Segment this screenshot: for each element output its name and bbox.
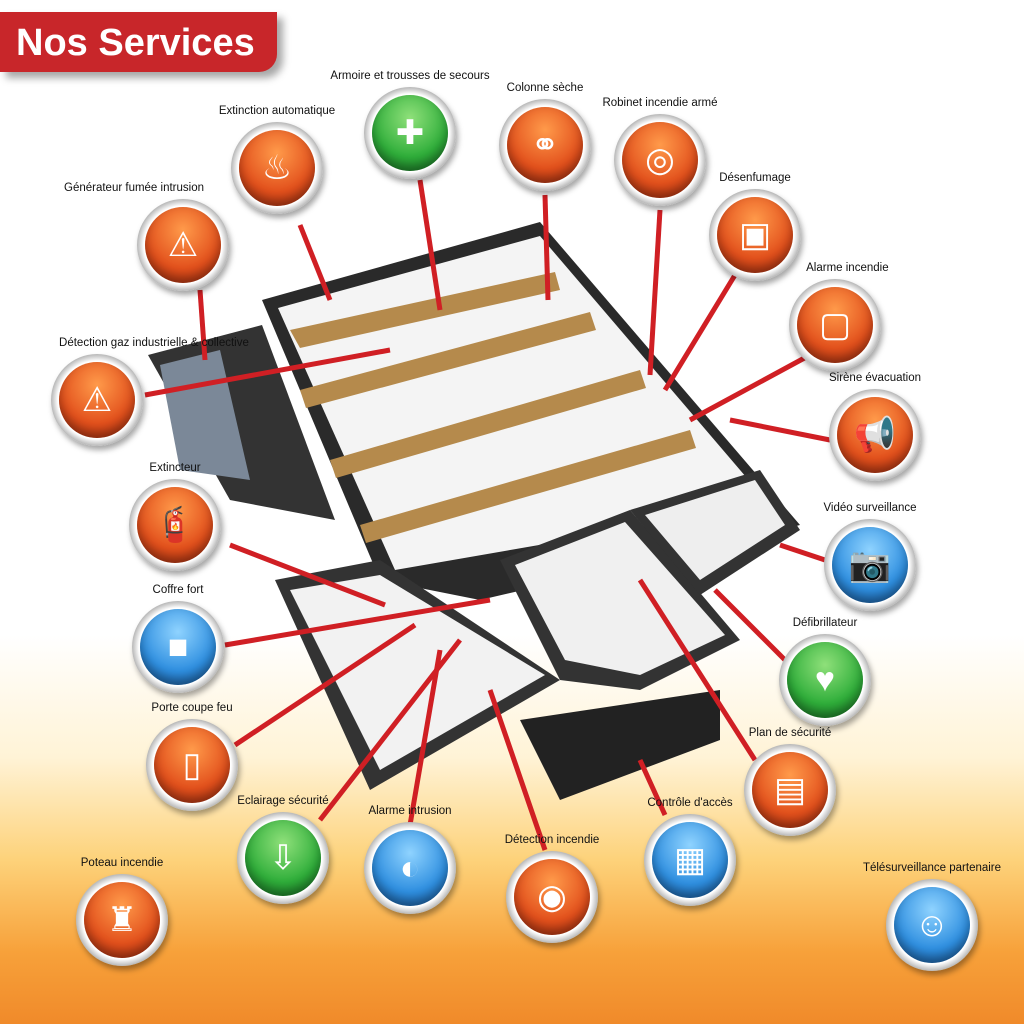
first-aid-cross-icon: ✚ — [372, 95, 448, 171]
warning-smoke-icon: ⚠ — [145, 207, 221, 283]
service-first-aid-cross[interactable]: Armoire et trousses de secours ✚ — [330, 70, 490, 179]
service-label: Détection incendie — [504, 834, 600, 846]
beam — [290, 272, 560, 348]
service-defibrillator[interactable]: Défibrillateur ♥ — [779, 617, 871, 726]
fire-alarm-call-point-icon: ▢ — [797, 287, 873, 363]
safety-plan-icon: ▤ — [752, 752, 828, 828]
service-label: Télésurveillance partenaire — [862, 862, 1002, 874]
title-banner: Nos Services — [0, 12, 277, 72]
sprinkler-icon: ♨ — [239, 130, 315, 206]
service-label: Extinction automatique — [218, 105, 336, 117]
service-fire-alarm-call-point[interactable]: Alarme incendie ▢ — [789, 262, 889, 371]
fire-door-icon: ▯ — [154, 727, 230, 803]
dry-riser-icon: ⚭ — [507, 107, 583, 183]
service-siren-horn[interactable]: Sirène évacuation 📢 — [829, 372, 921, 481]
beam — [300, 312, 596, 408]
access-block — [520, 690, 720, 800]
fire-hydrant-icon: ♜ — [84, 882, 160, 958]
service-emergency-exit-sign[interactable]: Eclairage sécurité ⇩ — [237, 795, 329, 904]
smoke-vent-control-icon: ▣ — [717, 197, 793, 273]
smoke-detector-icon: ◉ — [514, 859, 590, 935]
service-sprinkler[interactable]: Extinction automatique ♨ — [219, 105, 335, 214]
service-fire-door[interactable]: Porte coupe feu ▯ — [146, 702, 238, 811]
service-warning-smoke[interactable]: Générateur fumée intrusion ⚠ — [64, 182, 229, 291]
smoke-room — [160, 350, 250, 480]
fire-extinguisher-icon: 🧯 — [137, 487, 213, 563]
emergency-exit-sign-icon: ⇩ — [245, 820, 321, 896]
service-label: Colonne sèche — [506, 82, 584, 94]
service-safe[interactable]: Coffre fort ■ — [132, 584, 224, 693]
page-title: Nos Services — [16, 22, 255, 64]
service-label: Vidéo surveillance — [823, 502, 917, 514]
service-label: Porte coupe feu — [151, 702, 233, 714]
keypad-icon: ▦ — [652, 822, 728, 898]
service-smoke-vent-control[interactable]: Désenfumage ▣ — [709, 172, 801, 281]
service-keypad[interactable]: Contrôle d'accès ▦ — [644, 797, 736, 906]
service-fire-extinguisher[interactable]: Extincteur 🧯 — [129, 462, 221, 571]
fire-hose-reel-icon: ◎ — [622, 122, 698, 198]
siren-horn-icon: 📢 — [837, 397, 913, 473]
service-smoke-detector[interactable]: Détection incendie ◉ — [505, 834, 599, 943]
gas-warning-icon: ⚠ — [59, 362, 135, 438]
service-label: Poteau incendie — [80, 857, 164, 869]
service-label: Coffre fort — [152, 584, 204, 596]
service-fire-hose-reel[interactable]: Robinet incendie armé ◎ — [602, 97, 718, 206]
beam — [330, 370, 646, 478]
service-label: Alarme incendie — [806, 262, 889, 274]
toilets-floor — [645, 480, 785, 580]
operator-headset-icon: ☺ — [894, 887, 970, 963]
service-safety-plan[interactable]: Plan de sécurité ▤ — [744, 727, 836, 836]
service-label: Alarme intrusion — [368, 805, 452, 817]
service-label: Générateur fumée intrusion — [64, 182, 204, 194]
service-label: Armoire et trousses de secours — [330, 70, 490, 82]
safe-icon: ■ — [140, 609, 216, 685]
cctv-camera-icon: 📷 — [832, 527, 908, 603]
service-motion-sensor[interactable]: Alarme intrusion ◐ — [364, 805, 456, 914]
defibrillator-icon: ♥ — [787, 642, 863, 718]
service-label: Défibrillateur — [792, 617, 858, 629]
service-label: Extincteur — [149, 462, 201, 474]
service-label: Sirène évacuation — [828, 372, 922, 384]
service-operator-headset[interactable]: Télésurveillance partenaire ☺ — [863, 862, 1001, 971]
service-label: Désenfumage — [719, 172, 791, 184]
service-cctv-camera[interactable]: Vidéo surveillance 📷 — [823, 502, 917, 611]
service-fire-hydrant[interactable]: Poteau incendie ♜ — [76, 857, 168, 966]
beam — [360, 430, 696, 543]
service-label: Eclairage sécurité — [237, 795, 329, 807]
hall-floor — [515, 522, 725, 675]
service-label: Détection gaz industrielle & collective — [59, 337, 249, 349]
service-label: Contrôle d'accès — [647, 797, 733, 809]
service-dry-riser[interactable]: Colonne sèche ⚭ — [499, 82, 591, 191]
service-label: Robinet incendie armé — [602, 97, 718, 109]
service-label: Plan de sécurité — [748, 727, 832, 739]
service-gas-warning[interactable]: Détection gaz industrielle & collective ⚠ — [51, 337, 249, 446]
motion-sensor-icon: ◐ — [372, 830, 448, 906]
pointer-lines — [144, 179, 831, 851]
